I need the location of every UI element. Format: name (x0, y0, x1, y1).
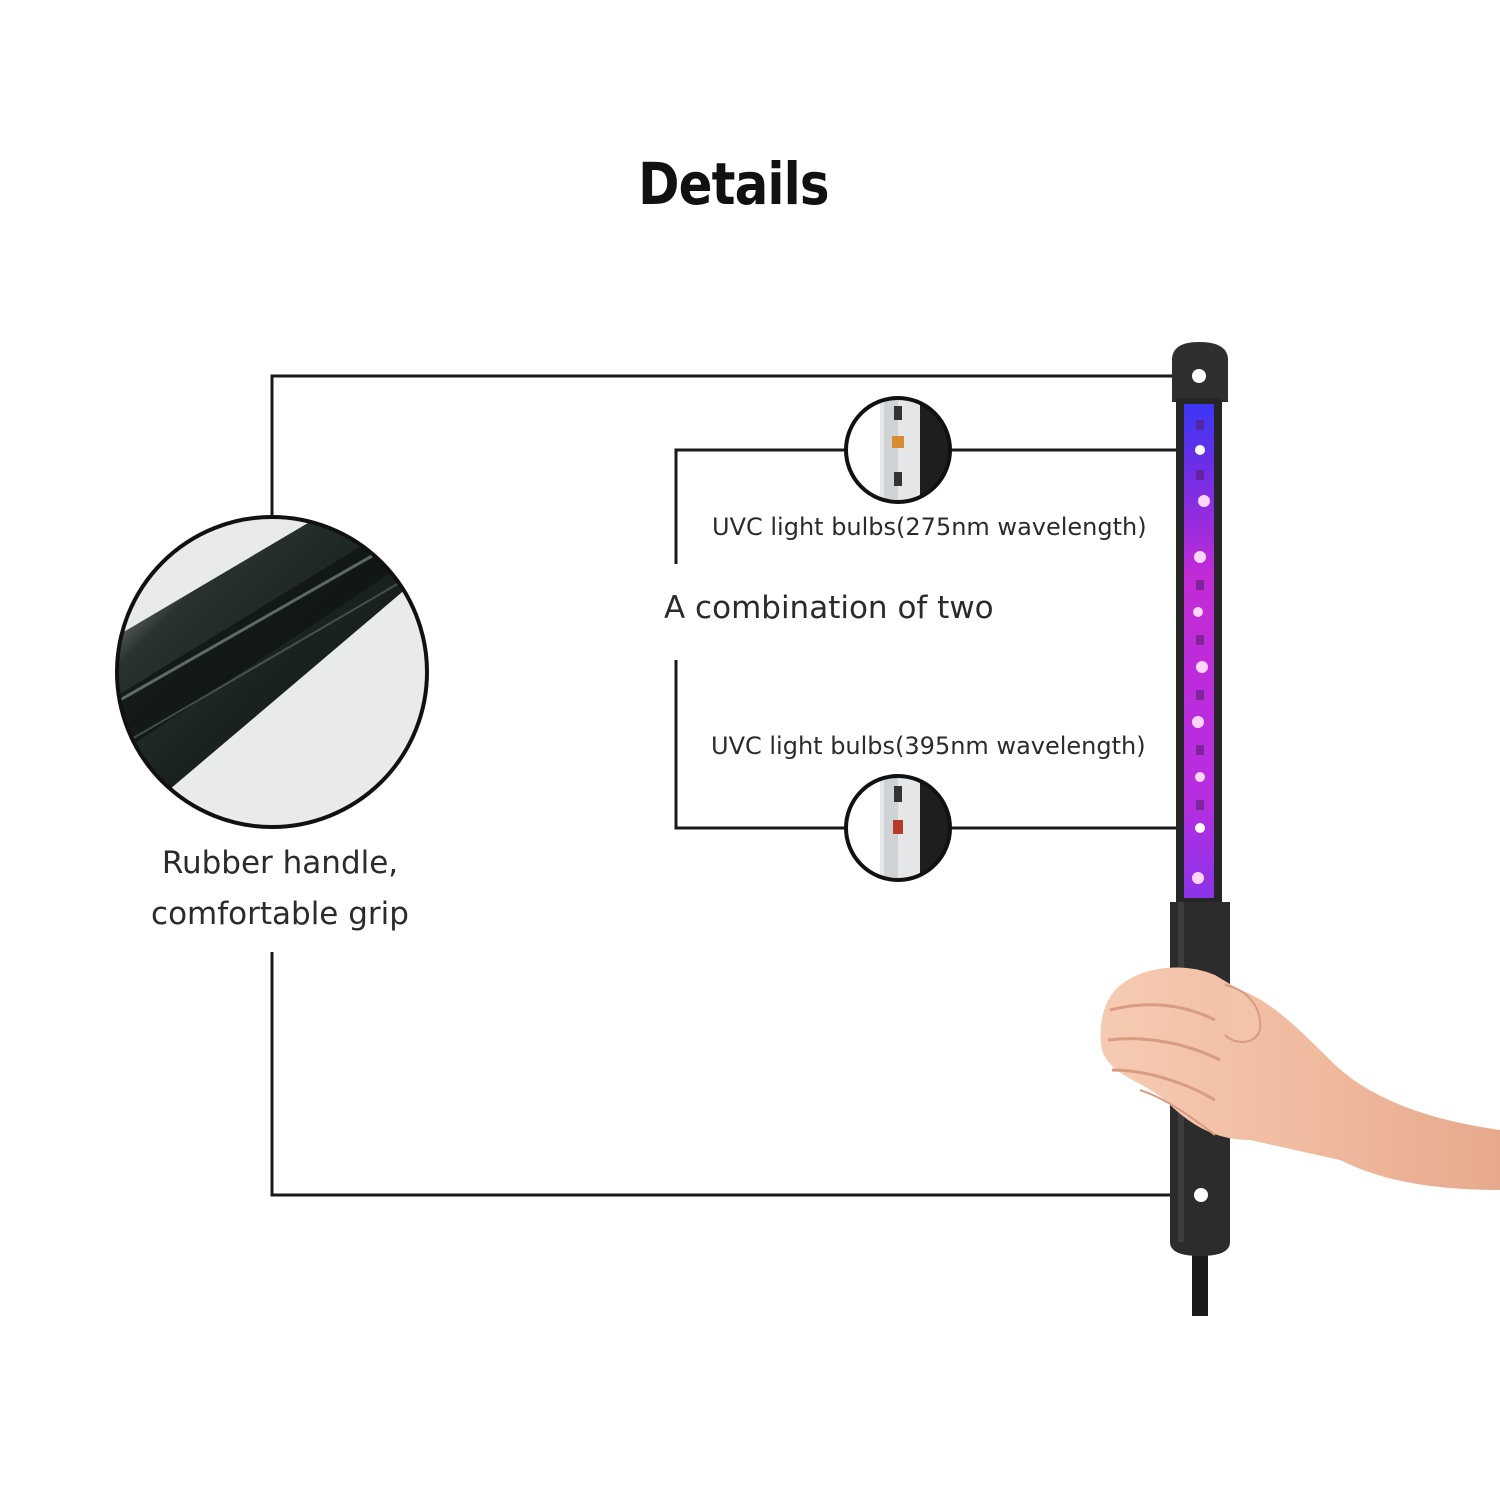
power-cable (1192, 1240, 1208, 1316)
leader-line-top-cap (270, 374, 1198, 517)
uv-wand (1170, 342, 1230, 1316)
led-strip (1184, 404, 1214, 898)
leader-line-275nm (674, 448, 846, 564)
label-uvc-395nm: UVC light bulbs(395nm wavelength) (711, 732, 1146, 760)
led-dots (1192, 445, 1210, 884)
leader-line-bottom-cap (270, 952, 1198, 1197)
led-395nm-closeup (844, 774, 952, 882)
label-rubber-handle-line2: comfortable grip (151, 896, 409, 932)
label-combination: A combination of two (664, 590, 994, 626)
label-rubber-handle: Rubber handle, comfortable grip (100, 838, 460, 940)
rubber-handle-closeup (115, 515, 429, 829)
page-title: Details (638, 150, 829, 218)
label-rubber-handle-line1: Rubber handle, (161, 845, 399, 881)
label-uvc-275nm: UVC light bulbs(275nm wavelength) (712, 513, 1147, 541)
hand (1100, 967, 1500, 1190)
leader-lines (270, 374, 1200, 1197)
led-275nm-closeup (844, 396, 952, 504)
leader-line-395nm (674, 660, 846, 830)
led-strip-markings (1196, 420, 1204, 810)
